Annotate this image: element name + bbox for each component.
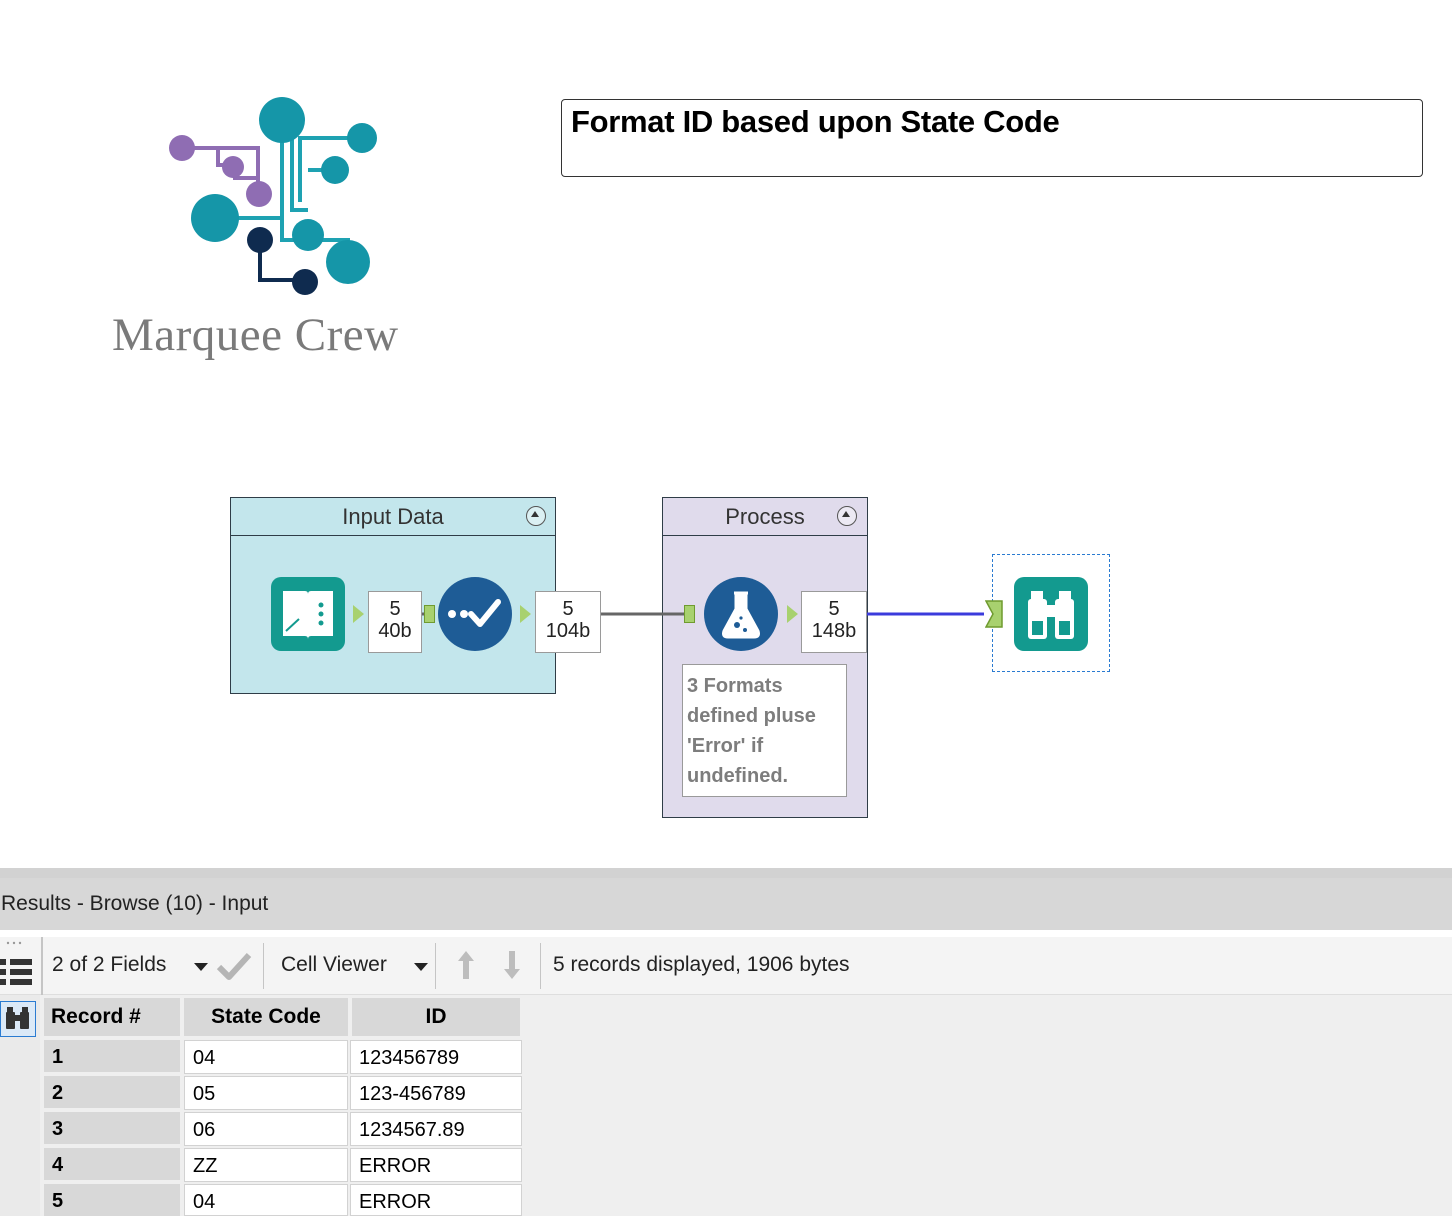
results-header: Results - Browse (10) - Input xyxy=(0,878,1452,930)
badge-size: 148b xyxy=(811,620,857,642)
results-splitter[interactable] xyxy=(0,868,1452,878)
collapse-icon[interactable] xyxy=(526,506,546,526)
row-number[interactable]: 3 xyxy=(44,1112,180,1144)
table-cell[interactable]: 123-456789 xyxy=(350,1076,522,1110)
badge-count: 5 xyxy=(389,598,401,620)
table-cell[interactable]: 05 xyxy=(184,1076,348,1110)
fields-selector[interactable]: 2 of 2 Fields xyxy=(52,953,167,976)
column-header-state-code[interactable]: State Code xyxy=(184,998,348,1036)
table-cell[interactable]: 04 xyxy=(184,1184,348,1216)
container-title: Input Data xyxy=(231,498,555,536)
row-number[interactable]: 5 xyxy=(44,1184,180,1216)
table-cell[interactable]: ZZ xyxy=(184,1148,348,1182)
results-menu-icon[interactable] xyxy=(0,937,40,995)
table-cell[interactable]: 06 xyxy=(184,1112,348,1146)
table-cell[interactable]: 04 xyxy=(184,1040,348,1074)
marquee-crew-logo-icon xyxy=(160,90,380,300)
workflow-title: Format ID based upon State Code xyxy=(571,104,1060,139)
divider xyxy=(540,943,541,989)
divider xyxy=(435,943,436,989)
badge-size: 40b xyxy=(378,620,412,642)
input-anchor[interactable] xyxy=(984,600,1003,628)
input-data-tool-icon[interactable] xyxy=(271,577,345,651)
column-header-id[interactable]: ID xyxy=(352,998,520,1036)
browse-tool-binoculars-icon[interactable] xyxy=(1014,577,1088,651)
results-title: Results - Browse (10) - Input xyxy=(1,892,269,915)
workflow-title-comment[interactable]: Format ID based upon State Code xyxy=(561,99,1423,177)
record-count-badge: 5 104b xyxy=(535,591,601,653)
table-cell[interactable]: ERROR xyxy=(350,1148,522,1182)
results-grid: Record # State Code ID 1 04 123456789 2 … xyxy=(40,995,1452,1216)
table-cell[interactable]: 123456789 xyxy=(350,1040,522,1074)
binoculars-icon[interactable] xyxy=(0,1001,36,1037)
table-cell[interactable]: 1234567.89 xyxy=(350,1112,522,1146)
cell-viewer-selector[interactable]: Cell Viewer xyxy=(281,953,387,976)
output-anchor[interactable] xyxy=(353,605,364,623)
column-header-record[interactable]: Record # xyxy=(44,998,180,1036)
output-anchor[interactable] xyxy=(520,605,531,623)
badge-count: 5 xyxy=(828,598,840,620)
results-toolbar: 2 of 2 Fields Cell Viewer 5 records disp… xyxy=(0,937,1452,995)
output-anchor[interactable] xyxy=(787,605,798,623)
collapse-icon[interactable] xyxy=(837,506,857,526)
record-count-badge: 5 40b xyxy=(368,591,422,653)
select-tool-icon[interactable] xyxy=(438,577,512,651)
row-number[interactable]: 4 xyxy=(44,1148,180,1180)
row-number[interactable]: 2 xyxy=(44,1076,180,1108)
divider xyxy=(263,943,264,989)
row-number[interactable]: 1 xyxy=(44,1040,180,1072)
badge-count: 5 xyxy=(562,598,574,620)
table-cell[interactable]: ERROR xyxy=(350,1184,522,1216)
logo-wordmark: Marquee Crew xyxy=(112,309,399,361)
record-count-badge: 5 148b xyxy=(801,591,867,653)
divider xyxy=(41,937,43,995)
arrow-down-icon[interactable] xyxy=(502,949,522,981)
formula-tool-annotation: 3 Formats defined pluse 'Error' if undef… xyxy=(682,664,847,797)
apply-check-icon[interactable] xyxy=(216,951,252,981)
container-title: Process xyxy=(663,498,867,536)
records-status: 5 records displayed, 1906 bytes xyxy=(553,953,850,976)
input-anchor[interactable] xyxy=(424,605,435,623)
chevron-down-icon[interactable] xyxy=(194,963,208,971)
input-anchor[interactable] xyxy=(684,605,695,623)
chevron-down-icon[interactable] xyxy=(414,963,428,971)
arrow-up-icon[interactable] xyxy=(456,949,476,981)
badge-size: 104b xyxy=(545,620,591,642)
results-sidebar xyxy=(0,995,40,1216)
formula-tool-icon[interactable] xyxy=(704,577,778,651)
